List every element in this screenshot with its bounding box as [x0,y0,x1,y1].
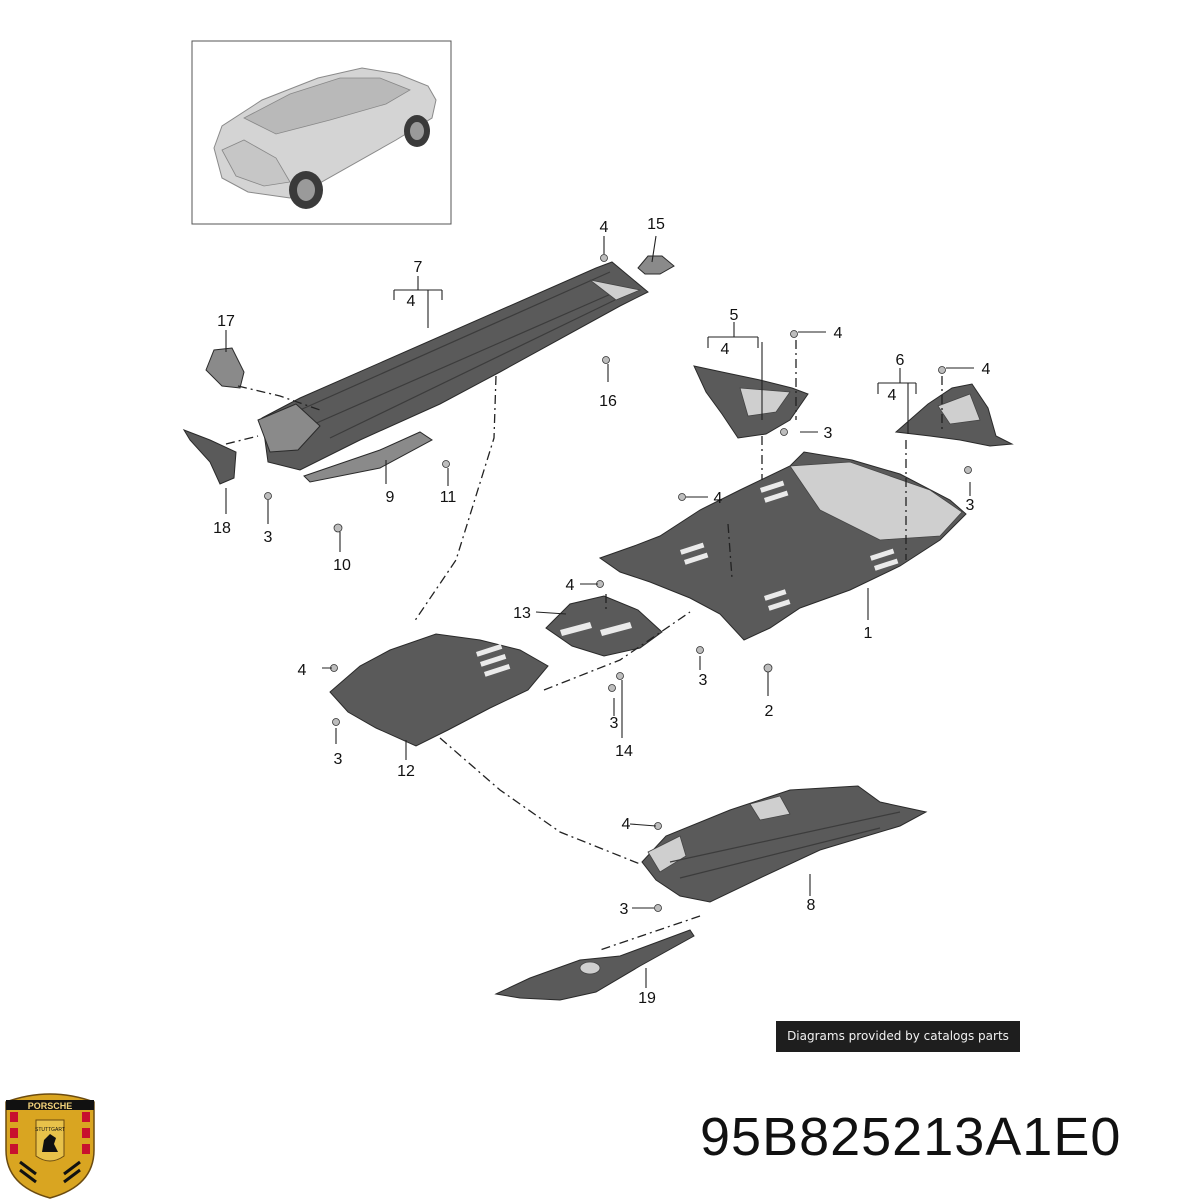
callout-3: 3 [610,715,619,732]
callout-4: 4 [888,387,897,404]
part-15-bracket [637,255,675,275]
callout-4: 4 [407,293,416,310]
assembly-lines [225,340,943,951]
porsche-crest-icon: PORSCHE STUTTGART [5,1093,95,1199]
part-number: 95B825213A1E0 [700,1107,1122,1167]
callout-4: 4 [982,361,991,378]
callout-3: 3 [620,901,629,918]
callout-4: 4 [298,662,307,679]
callout-15: 15 [647,216,665,233]
callout-8: 8 [807,897,816,914]
callout-7: 7 [414,259,423,276]
callout-12: 12 [397,763,415,780]
callout-5: 5 [730,307,739,324]
callout-13: 13 [513,605,531,622]
callout-3: 3 [966,497,975,514]
callout-6: 6 [896,352,905,369]
crest-brand-text: PORSCHE [28,1101,73,1111]
leader-lines [225,235,974,988]
callout-1: 1 [864,625,873,642]
crest-name-bar [6,1100,94,1110]
car-illustration-icon [213,67,437,209]
diagram-credit-banner: Diagrams provided by catalogs parts [776,1021,1020,1052]
callout-14: 14 [615,743,633,760]
part-8-rear-underbody-panel [641,785,928,903]
callout-11: 11 [440,489,457,506]
callout-3: 3 [824,425,833,442]
crest-city-text: STUTTGART [35,1127,65,1133]
callout-18: 18 [213,520,231,537]
part-17-bracket [205,347,245,389]
callout-3: 3 [699,672,708,689]
callout-4: 4 [834,325,843,342]
part-12-front-underbody-panel [329,633,549,747]
callout-numbers: 7 4 4 15 17 16 5 4 4 6 4 4 3 3 4 18 3 9 … [213,216,990,1007]
callout-9: 9 [386,489,395,506]
vehicle-overview-inset [191,40,452,225]
callout-4: 4 [721,341,730,358]
callout-2: 2 [765,703,774,720]
callout-16: 16 [599,393,617,410]
callout-4: 4 [622,816,631,833]
callout-19: 19 [638,990,656,1007]
part-13-center-cover [545,595,663,657]
callout-17: 17 [217,313,235,330]
callout-4: 4 [566,577,575,594]
callout-3: 3 [334,751,343,768]
part-7-side-underbody-panel [257,261,649,471]
callout-4: 4 [714,490,723,507]
part-18-bracket [182,429,237,485]
part-9-trim-strip [303,431,433,483]
callout-10: 10 [333,557,351,574]
part-1-main-underbody-panel [598,451,967,641]
callout-4: 4 [600,219,609,236]
vent-slots [680,480,899,611]
callout-3: 3 [264,529,273,546]
